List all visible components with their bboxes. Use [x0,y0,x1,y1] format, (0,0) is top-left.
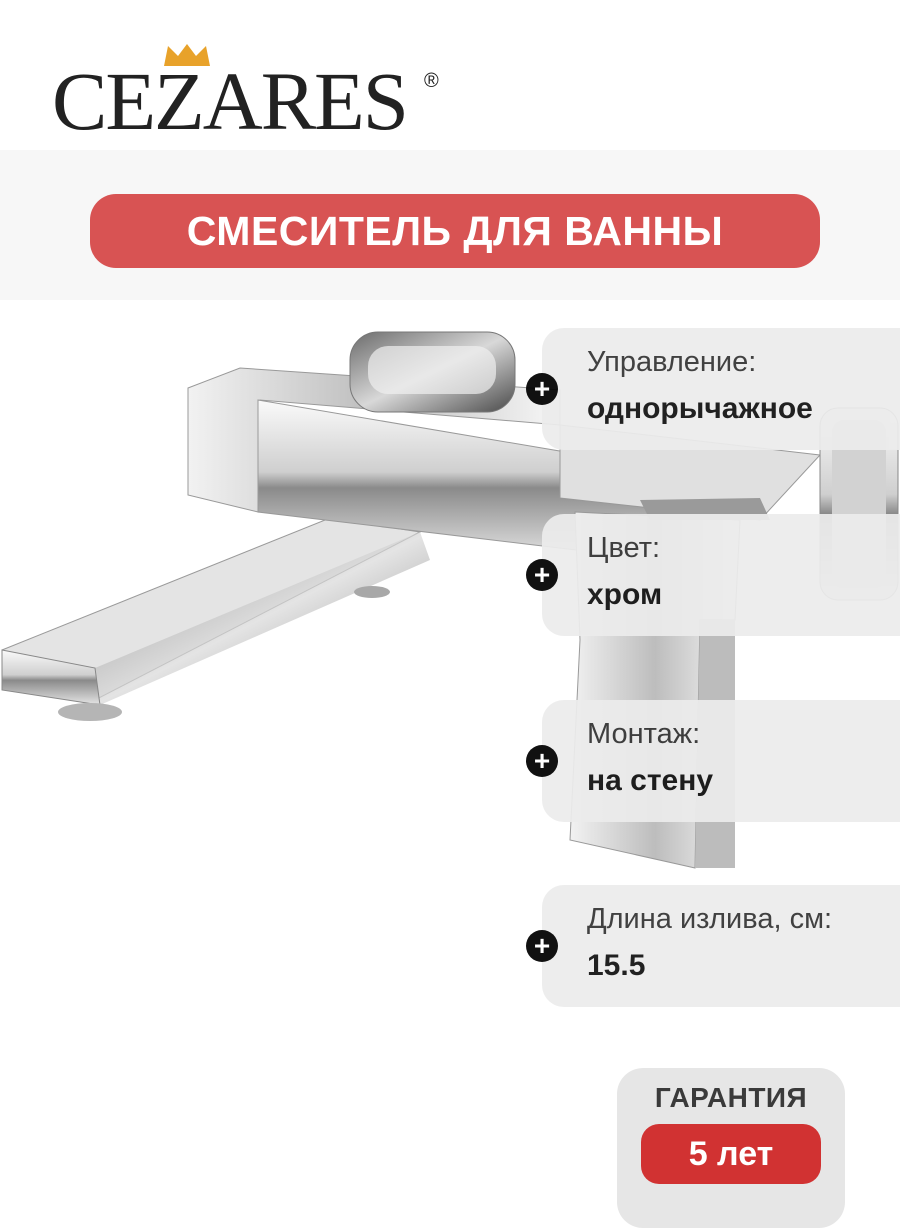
spec-card-spout-length: + Длина излива, см: 15.5 [526,885,900,1007]
spec-value: 15.5 [587,949,646,982]
spec-label: Монтаж: [587,718,701,750]
spec-card-color: + Цвет: хром [526,514,900,636]
crown-icon [164,44,210,66]
spec-value: хром [587,578,663,611]
spec-value: на стену [587,764,714,797]
warranty-value: 5 лет [641,1124,821,1184]
spec-value: однорычажное [587,392,813,425]
brand-logo: CEZARES ® [52,42,452,147]
product-title: СМЕСИТЕЛЬ ДЛЯ ВАННЫ [90,194,820,268]
spec-label: Длина излива, см: [587,903,833,935]
plus-icon[interactable]: + [526,373,558,405]
brand-name: CEZARES [52,55,409,147]
spec-label: Управление: [587,346,757,378]
spec-label: Цвет: [587,532,661,564]
spec-card-mounting: + Монтаж: на стену [526,700,900,822]
plus-icon[interactable]: + [526,745,558,777]
warranty-badge: ГАРАНТИЯ 5 лет [617,1068,845,1228]
registered-mark: ® [424,70,439,92]
warranty-label: ГАРАНТИЯ [654,1082,808,1113]
plus-icon[interactable]: + [526,559,558,591]
spec-card-control: + Управление: однорычажное [526,328,900,450]
plus-icon[interactable]: + [526,930,558,962]
